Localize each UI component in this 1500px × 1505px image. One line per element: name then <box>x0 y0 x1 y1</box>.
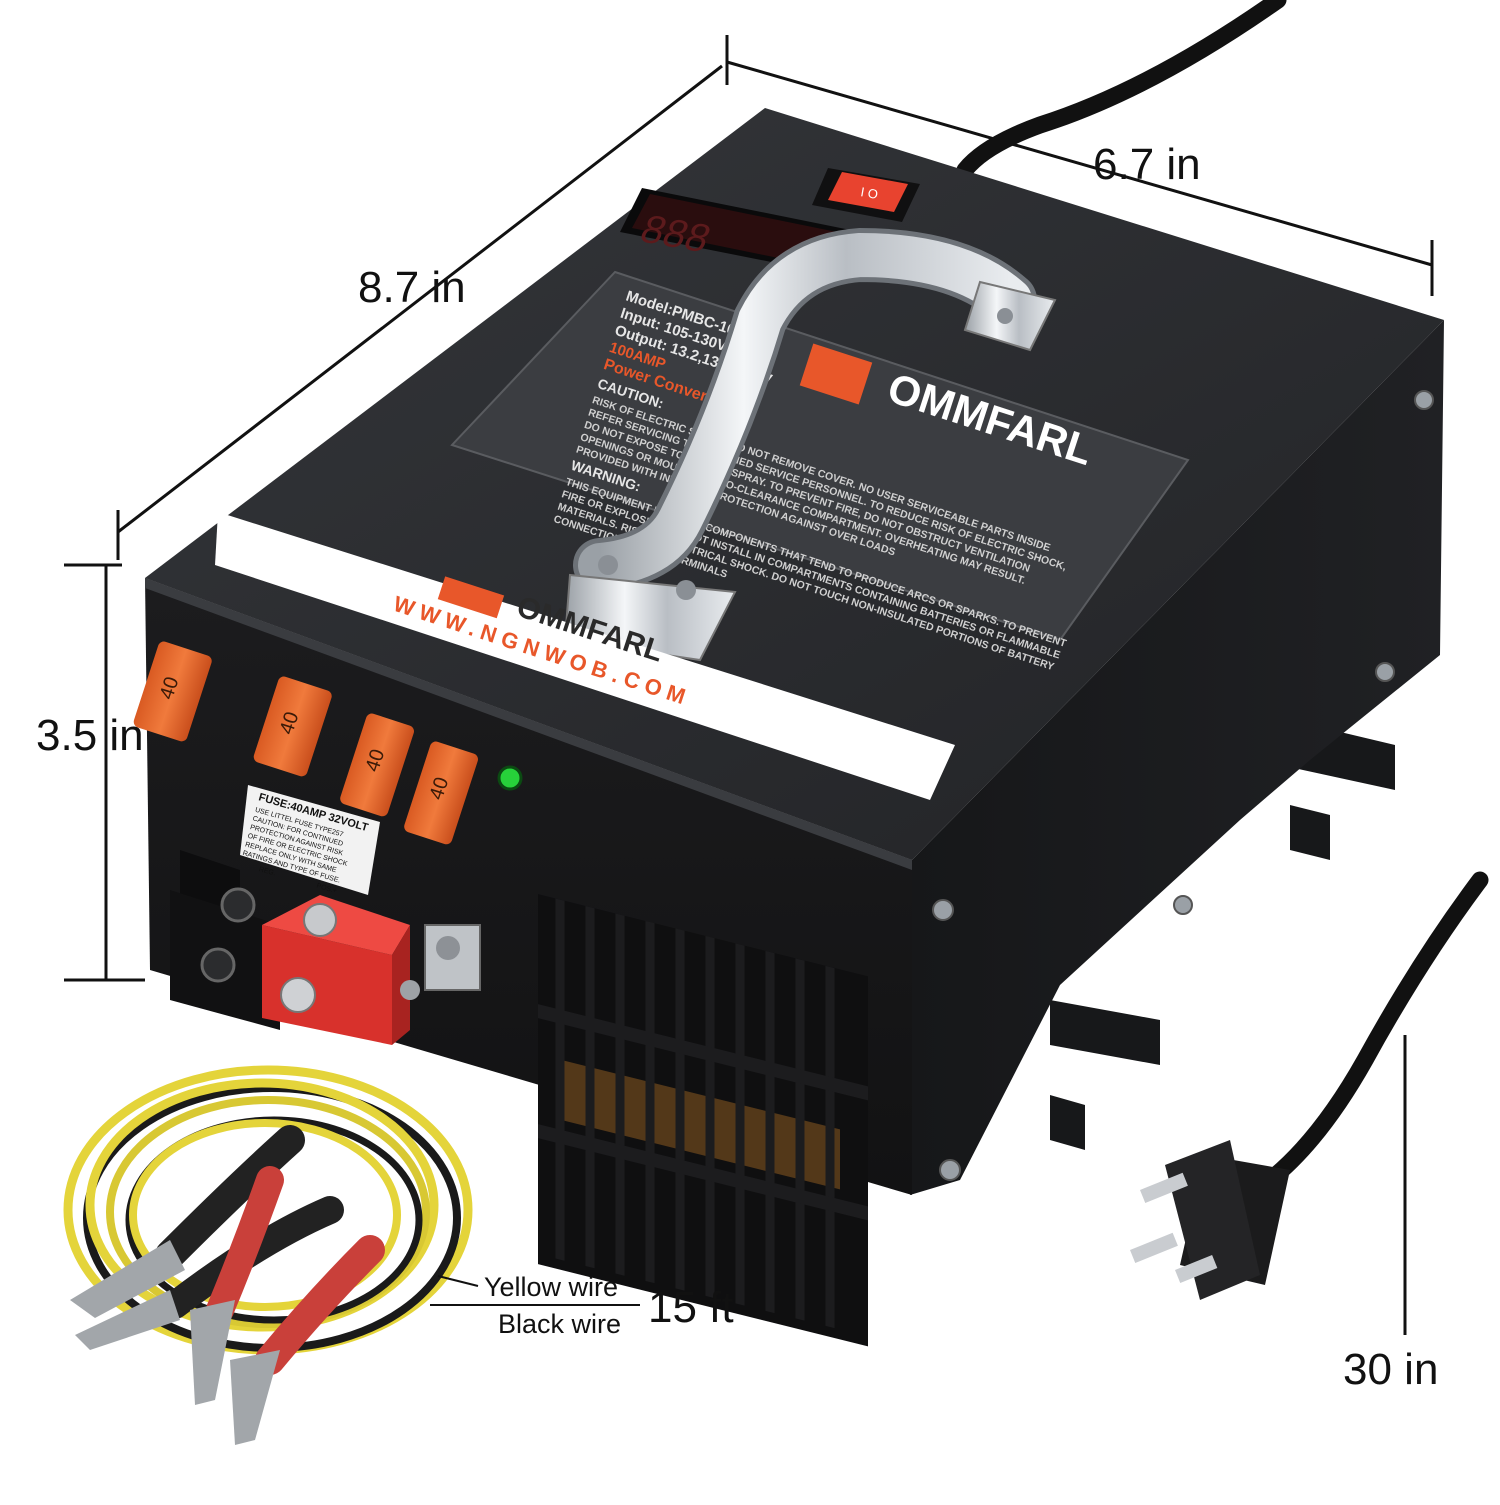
carry-handle[interactable] <box>563 227 1057 662</box>
mounting-flanges <box>1050 720 1395 1150</box>
fuse[interactable]: 40 <box>252 675 333 778</box>
wire-pointer-lines <box>430 1275 640 1306</box>
fuse[interactable]: 40 <box>403 740 480 846</box>
converter-side-panel <box>910 320 1444 1195</box>
yellow-wire-label: Yellow wire <box>484 1272 619 1302</box>
power-plug <box>1130 1140 1290 1300</box>
status-led <box>497 765 523 791</box>
fuse-label-reg: REG. <box>258 866 276 877</box>
fuse[interactable]: 40 <box>339 712 416 818</box>
clip-cable-length-label: 15 ft <box>648 1283 734 1332</box>
positive-terminal[interactable] <box>262 895 481 1045</box>
fuse-bank: 40 40 40 40 <box>132 640 480 846</box>
black-wire-label: Black wire <box>498 1309 622 1339</box>
power-switch[interactable]: I O <box>812 168 920 222</box>
dimension-lines <box>64 35 1434 1335</box>
panel-screws <box>932 390 1434 1181</box>
svg-text:I O: I O <box>859 184 879 202</box>
depth-dimension-label: 8.7 in <box>358 263 466 312</box>
ventilation-grille <box>538 894 868 1347</box>
height-dimension-label: 3.5 in <box>36 711 144 760</box>
output-terminals <box>170 850 481 1045</box>
power-cord-rear <box>956 0 1287 179</box>
width-dimension-label: 6.7 in <box>1093 140 1201 189</box>
alligator-clips <box>70 1125 385 1445</box>
power-cord-front <box>1261 871 1489 1189</box>
cord-length-label: 30 in <box>1343 1345 1439 1394</box>
fuse[interactable]: 40 <box>132 640 213 743</box>
